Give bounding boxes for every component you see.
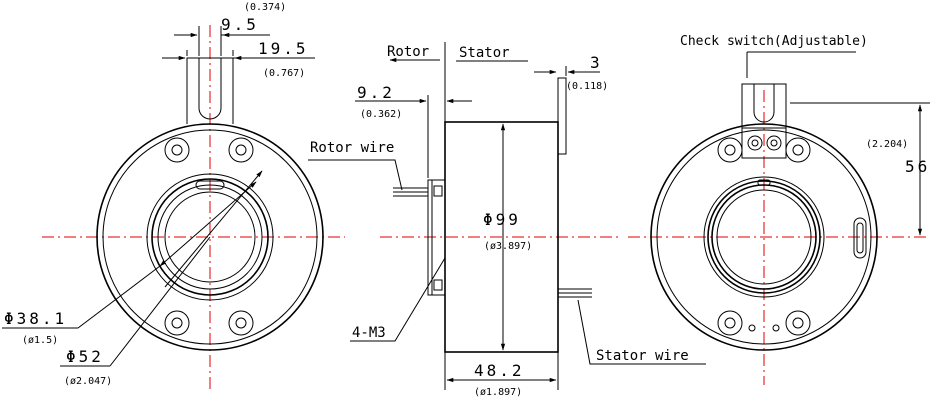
dim-3: 3 (0.118)	[534, 53, 608, 92]
dim-48-2-inch: (ø1.897)	[474, 387, 522, 398]
dim-9-2-value: 9.2	[357, 83, 395, 102]
dim-19-5-value: 19.5	[258, 39, 309, 58]
dim-52-value: Φ52	[66, 347, 104, 366]
dim-19-5-inch: (0.767)	[263, 68, 305, 79]
side-view: Rotor Stator Rotor wire Stator wire	[308, 42, 706, 398]
dim-52-inch: (ø2.047)	[64, 376, 112, 387]
left-front-view: (0.374) 9.5 19.5 (0.767) Φ38.1 (ø1.5) Φ5…	[2, 2, 345, 390]
rotor-wire-label: Rotor wire	[310, 140, 394, 156]
dim-38-1-inch: (ø1.5)	[22, 335, 58, 346]
dim-9-2: 9.2 (0.362)	[355, 83, 472, 178]
dim-3-inch: (0.118)	[566, 81, 608, 92]
stator-body	[444, 121, 559, 353]
dim-52: Φ52 (ø2.047)	[60, 170, 263, 387]
dim-48-2-value: 48.2	[474, 361, 525, 380]
left-mounting-holes	[164, 137, 254, 336]
check-switch-label: Check switch(Adjustable)	[680, 34, 868, 49]
dim-99-value: Φ99	[483, 210, 521, 229]
dim-19-5: 19.5 (0.767)	[162, 39, 315, 79]
stator-wire: Stator wire	[558, 288, 706, 365]
right-housing	[650, 123, 878, 351]
rotor-label: Rotor	[387, 44, 429, 60]
rotor-flange	[427, 179, 445, 296]
right-mounting-holes	[717, 137, 811, 336]
dim-56: 56 (2.204)	[790, 102, 930, 236]
dim-38-1: Φ38.1 (ø1.5)	[2, 181, 257, 346]
dim-56-inch: (2.204)	[866, 139, 908, 150]
m3-callout: 4-M3	[350, 257, 446, 342]
stator-wire-label: Stator wire	[596, 348, 689, 364]
left-mounting-tab	[186, 57, 234, 124]
rotor-wire: Rotor wire	[308, 140, 428, 197]
dim-38-1-value: Φ38.1	[4, 309, 67, 328]
check-switch: Check switch(Adjustable)	[680, 34, 868, 159]
dim-3-value: 3	[590, 53, 603, 72]
stator-flange	[557, 77, 567, 155]
right-rear-view: Check switch(Adjustable) 56 (2.204)	[628, 34, 930, 385]
dim-9-5-value: 9.5	[221, 15, 259, 34]
dim-99: Φ99 (ø3.897)	[483, 123, 532, 351]
dim-9-5: (0.374) 9.5	[174, 2, 286, 56]
dim-9-5-inch: (0.374)	[244, 2, 286, 13]
dim-48-2: 48.2 (ø1.897)	[444, 352, 559, 398]
dim-99-inch: (ø3.897)	[484, 241, 532, 252]
m3-label: 4-M3	[352, 325, 386, 341]
stator-label: Stator	[459, 45, 510, 61]
left-housing	[96, 123, 324, 351]
dim-56-value: 56	[905, 157, 930, 176]
dim-9-2-inch: (0.362)	[360, 109, 402, 120]
